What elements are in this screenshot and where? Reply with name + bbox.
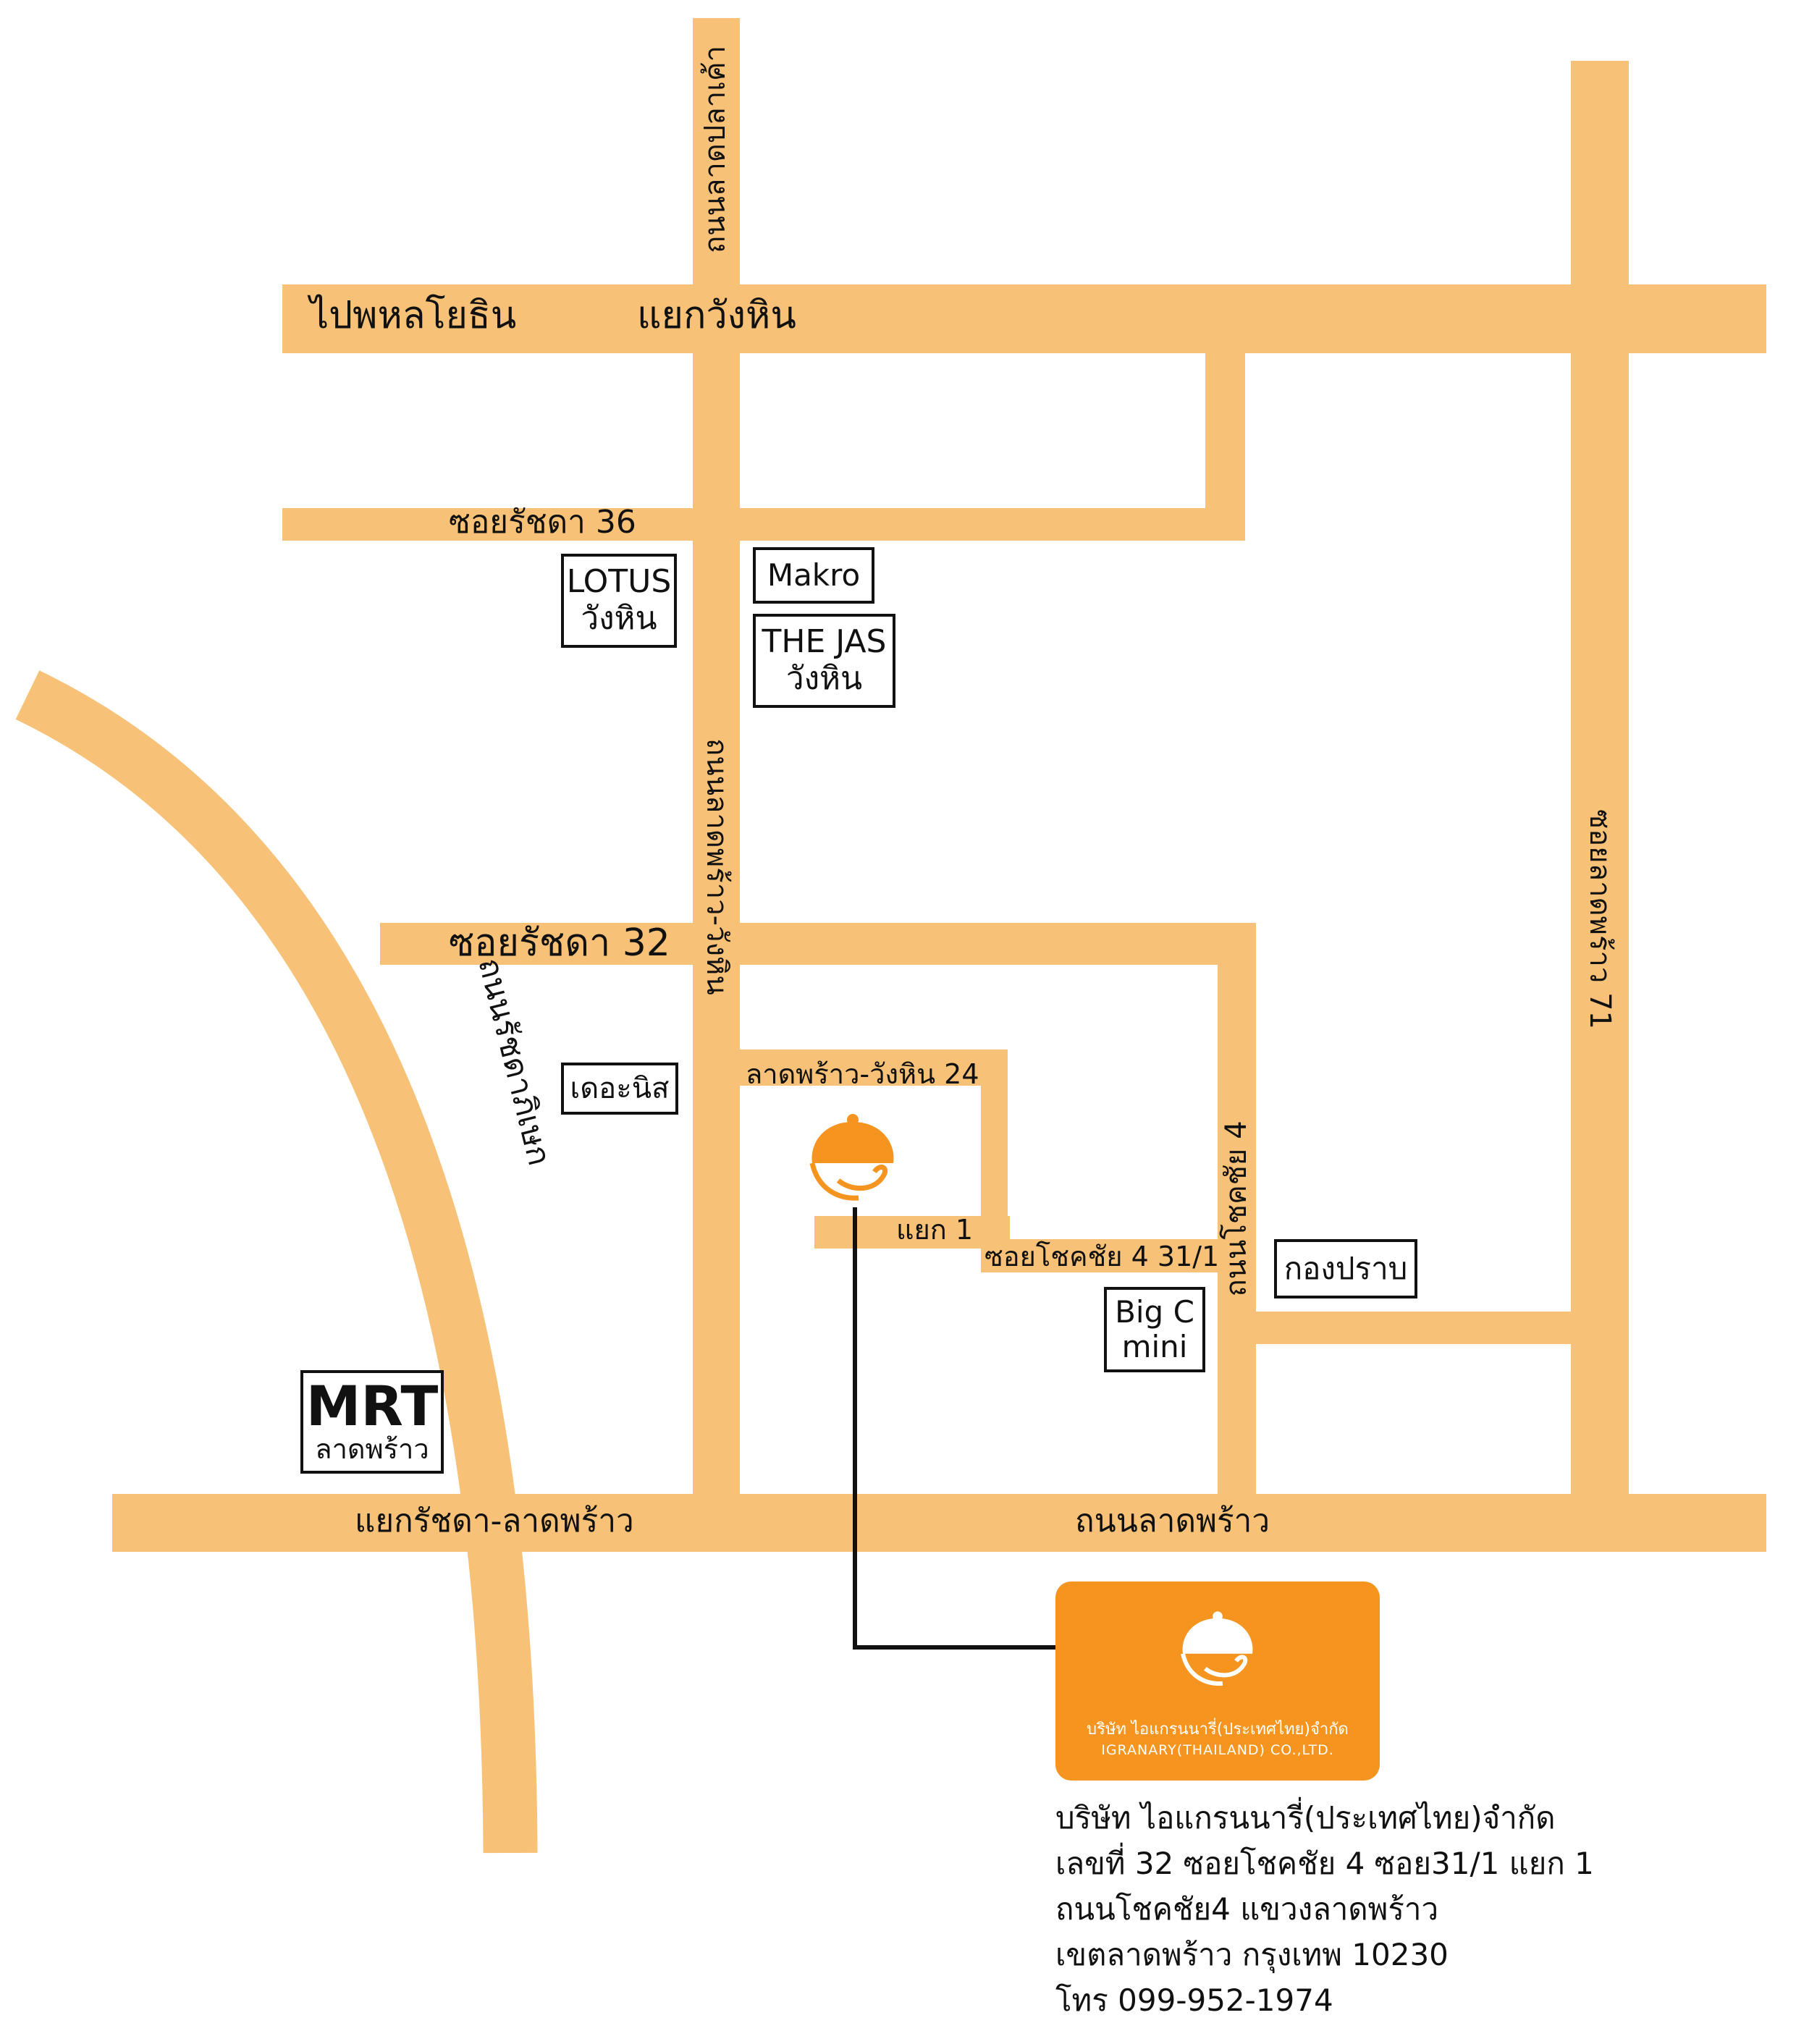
landmark-makro: Makro — [753, 547, 874, 604]
label-lat-phrao-wang-hin-24: ลาดพร้าว-วังหิน 24 — [746, 1058, 979, 1090]
address-line-company: บริษัท ไอแกรนนารี่(ประเทศไทย)จำกัด — [1055, 1800, 1556, 1836]
company-logo-icon — [1181, 1611, 1253, 1686]
road-junction-1 — [814, 1216, 1010, 1249]
landmark-the-jas: THE JAS วังหิน — [753, 614, 895, 708]
label-chokchai-4: ถนนโชคชัย 4 — [1220, 1120, 1253, 1297]
road-chokchai-4 — [1218, 923, 1256, 1502]
road-soi-36-connector — [1205, 353, 1245, 541]
road-lat-phrao-wang-hin-24 — [740, 1050, 1008, 1086]
card-company-name-en: IGRANARY(THAILAND) CO.,LTD. — [1101, 1742, 1334, 1758]
label-to-phahon: ไปพหลโยธิน — [310, 294, 517, 337]
label-lat-phrao-road: ถนนลาดพร้าว — [1075, 1503, 1270, 1540]
road-soi-chokchai-4-31-1 — [981, 1239, 1220, 1272]
location-pin-icon — [809, 1114, 894, 1201]
address-line-number: เลขที่ 32 ซอยโชคชัย 4 ซอย31/1 แยก 1 — [1055, 1846, 1594, 1881]
label-junction-1: แยก 1 — [896, 1214, 974, 1246]
label-lat-pla-khao: ถนนลาดปลาเค้า — [699, 45, 732, 253]
label-soi-lat-phrao-71: ซอยลาดพร้าว 71 — [1583, 809, 1616, 1029]
road-soi-ratchada-32 — [380, 923, 1256, 965]
address-line-district: เขตลาดพร้าว กรุงเทพ 10230 — [1055, 1937, 1449, 1972]
landmark-mrt-lat-phrao: MRT ลาดพร้าว — [300, 1370, 444, 1474]
landmark-the-nis: เดอะนิส — [561, 1063, 678, 1115]
address-block: บริษัท ไอแกรนนารี่(ประเทศไทย)จำกัด เลขที… — [1055, 1795, 1594, 2023]
road-ratchadaphisek — [15, 670, 538, 1854]
company-card: บริษัท ไอแกรนนารี่(ประเทศไทย)จำกัด IGRAN… — [1055, 1581, 1380, 1781]
label-soi-ratchada-32: ซอยรัชดา 32 — [449, 921, 670, 965]
landmark-kong-prab: กองปราบ — [1274, 1239, 1417, 1298]
road-lat-phrao — [112, 1494, 1766, 1552]
label-wang-hin-junction: แยกวังหิน — [637, 294, 796, 337]
road-lat-pla-khao — [693, 18, 740, 286]
landmark-lotus: LOTUS วังหิน — [561, 554, 677, 648]
address-line-road: ถนนโชคชัย4 แขวงลาดพร้าว — [1055, 1891, 1439, 1927]
road-kong-prab-connector — [1256, 1312, 1571, 1344]
road-top-horizontal — [282, 284, 1766, 353]
road-soi-ratchada-36 — [282, 508, 1245, 541]
label-lat-phrao-wang-hin: ถนนลาดพร้าว-วังหิน — [700, 738, 733, 995]
landmark-big-c-mini: Big C mini — [1104, 1287, 1205, 1372]
address-line-phone: โทร 099-952-1974 — [1055, 1982, 1333, 2018]
label-soi-ratchada-36: ซอยรัชดา 36 — [449, 504, 636, 541]
label-ratchada-lat-phrao-junction: แยกรัชดา-ลาดพร้าว — [355, 1503, 634, 1540]
card-company-name-th: บริษัท ไอแกรนนารี่(ประเทศไทย)จำกัด — [1087, 1720, 1349, 1739]
label-soi-chokchai-4-31-1: ซอยโชคชัย 4 31/1 — [985, 1241, 1220, 1272]
road-soi-lat-phrao-71 — [1571, 61, 1629, 1502]
route-line — [853, 1207, 1055, 1650]
